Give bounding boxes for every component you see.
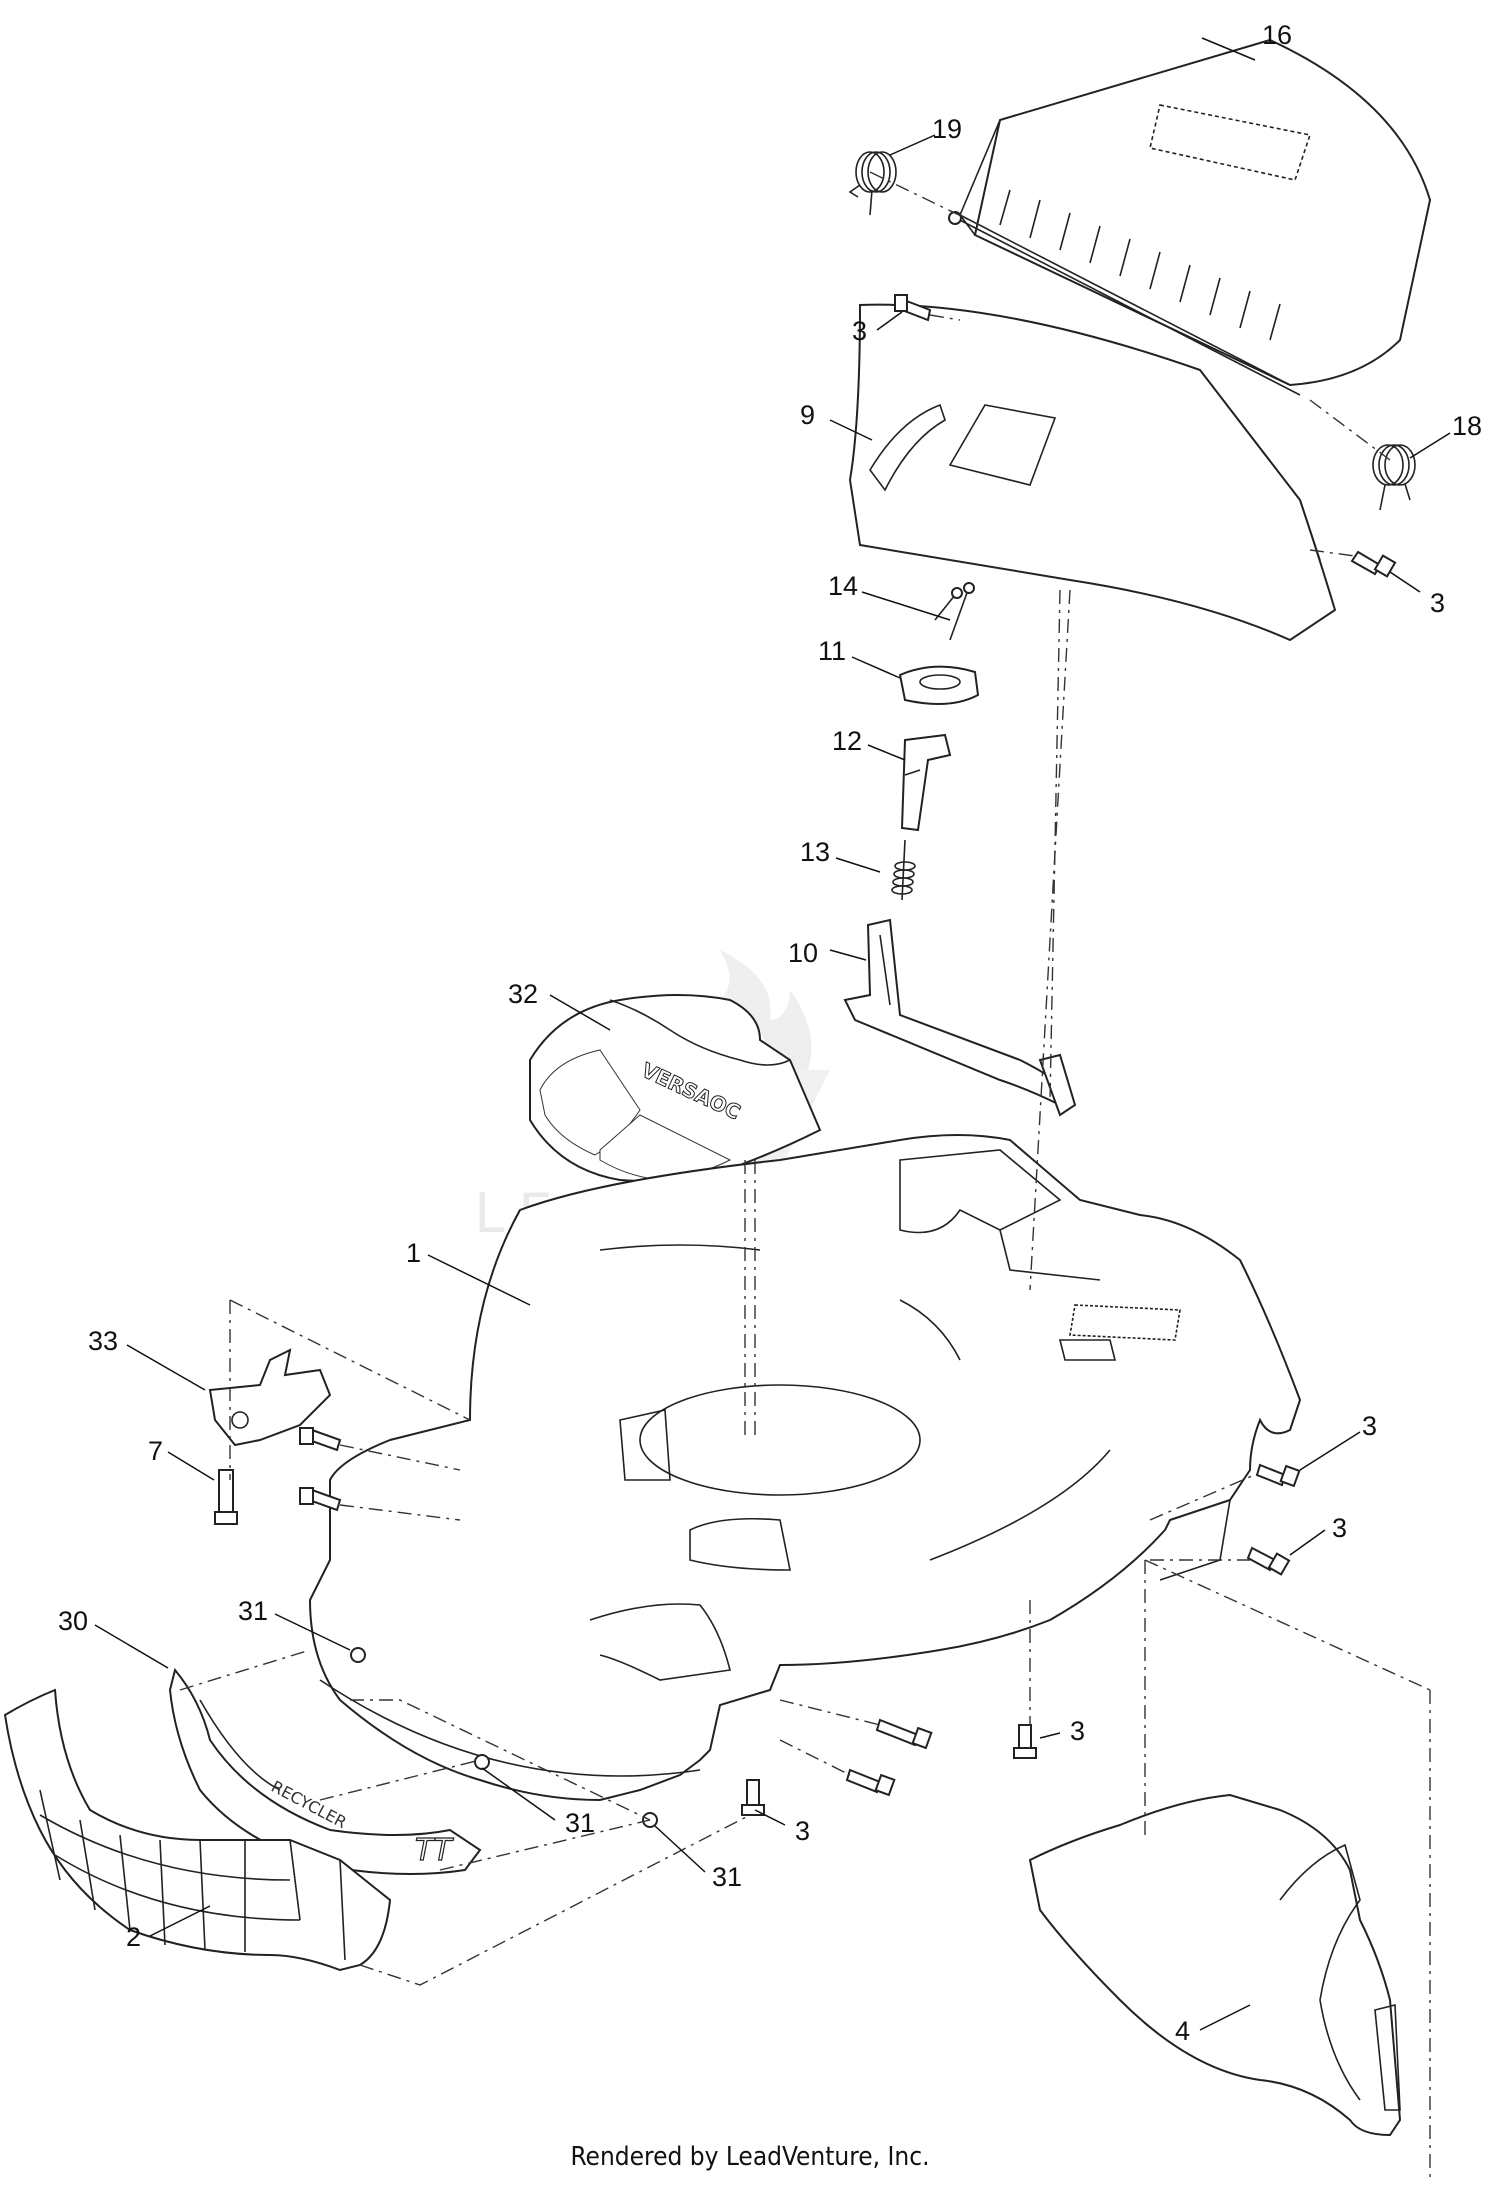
part-4-rear-chute [1028,1793,1402,2137]
part-1-mower-deck [308,1134,1302,1802]
bolt-3-right-housing [1350,550,1397,578]
part-10-lever-bracket [843,918,1077,1117]
part-31-fasteners [350,1647,658,1828]
leader-lines [94,37,1451,2031]
bolt-3-right-deck-upper [1255,1463,1301,1488]
callout-18: 18 [1452,411,1482,441]
part-16-discharge-door [948,38,1432,396]
bolts-3-rear-deck [845,1718,933,1797]
part-12-latch [900,733,952,832]
callout-30: 30 [58,1606,88,1636]
part-2-front-grille [3,1688,392,1972]
footer-credit: Rendered by LeadVenture, Inc. [570,2142,930,2172]
part-19-torsion-spring [848,151,897,216]
callout-31: 31 [565,1808,595,1838]
callout-3: 3 [1332,1513,1347,1543]
callout-10: 10 [788,938,818,968]
callout-labels: 16 19 3 9 18 3 14 11 12 13 10 32 1 33 7 … [58,20,1482,2046]
callout-33: 33 [88,1326,118,1356]
callout-3: 3 [1362,1411,1377,1441]
bolt-3-top [894,294,932,322]
callout-2: 2 [126,1922,141,1952]
callout-3: 3 [1430,588,1445,618]
bolt-3-bottom-center [741,1779,765,1816]
callout-19: 19 [932,114,962,144]
callout-1: 1 [406,1238,421,1268]
callout-31: 31 [712,1862,742,1892]
callout-16: 16 [1262,20,1292,50]
part-11-height-knob [898,665,980,705]
callout-4: 4 [1175,2016,1190,2046]
callout-14: 14 [828,571,858,601]
bolt-3-bottom-rear [1013,1724,1037,1759]
callout-32: 32 [508,979,538,1009]
callout-12: 12 [832,726,862,756]
callout-7: 7 [148,1436,163,1466]
callout-3: 3 [795,1816,810,1846]
bolt-3-right-deck-lower [1246,1546,1291,1576]
bumper-logo: TT [415,1833,454,1868]
part-32-hood-cover: VERSAOC [529,994,822,1182]
bolts-3-left-deck [299,1427,342,1512]
part-14-screws [934,582,975,641]
alignment-lines [179,171,1431,2180]
callout-3: 3 [1070,1716,1085,1746]
callout-3: 3 [852,316,867,346]
part-18-torsion-spring [1372,444,1416,511]
part-33-bracket [208,1348,332,1447]
callout-31: 31 [238,1596,268,1626]
part-13-spring [891,839,916,901]
callout-9: 9 [800,400,815,430]
part-9-rear-housing [848,303,1337,642]
part-7-bolt [214,1469,238,1525]
callout-11: 11 [818,636,846,666]
callout-13: 13 [800,837,830,867]
